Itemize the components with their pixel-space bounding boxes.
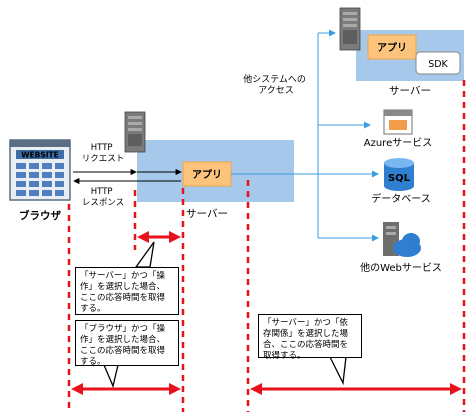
other-system-access-label: 他システムへの アクセス	[243, 73, 309, 96]
callout-tail-browser-op	[103, 364, 119, 389]
http-response-label: HTTP レスポンス	[82, 187, 124, 208]
app-main-label: アプリ	[192, 168, 222, 181]
app-top-label: アプリ	[377, 41, 407, 54]
sdk-box	[415, 51, 461, 75]
measurement-boundaries	[67, 80, 466, 412]
browser-logo-text: WEBSITE	[21, 151, 59, 160]
sql-icon-text: SQL	[388, 173, 411, 184]
callout-server-operation: 「サーバー」かつ「操 作」を選択した場合、 ここの応答時間を取得 する。	[75, 267, 179, 315]
callout-server-dependency: 「サーバー」かつ「依 存関係」を選択した場 合、ここの応答時間を 取得する。	[258, 314, 362, 361]
web-service-icon	[383, 222, 421, 257]
azure-service-icon	[383, 109, 413, 135]
app-top-box	[367, 34, 417, 60]
server-top-icon	[339, 7, 361, 51]
sdk-label: SDK	[428, 59, 448, 70]
server-main-icon	[124, 111, 146, 153]
callout-tail-dependency	[328, 356, 347, 386]
http-request-label: HTTP リクエスト	[82, 143, 125, 164]
server-main-label: サーバー	[186, 208, 228, 220]
browser-label: ブラウザ	[19, 209, 61, 222]
browser-icon: WEBSITE	[9, 139, 71, 201]
dependency-label-azure: Azureサービス	[364, 137, 432, 149]
dependency-label-database: データベース	[371, 192, 431, 205]
dependency-label-web: 他のWebサービス	[360, 261, 442, 274]
callout-tail-server-op	[134, 241, 155, 268]
callout-browser-operation: 「ブラウザ」かつ「操 作」を選択した場合、 ここの応答時間を取得 する。	[75, 320, 179, 367]
dependency-lines	[231, 29, 379, 242]
server-top-label: サーバー	[389, 85, 431, 97]
sql-database-icon: SQL	[384, 158, 414, 191]
